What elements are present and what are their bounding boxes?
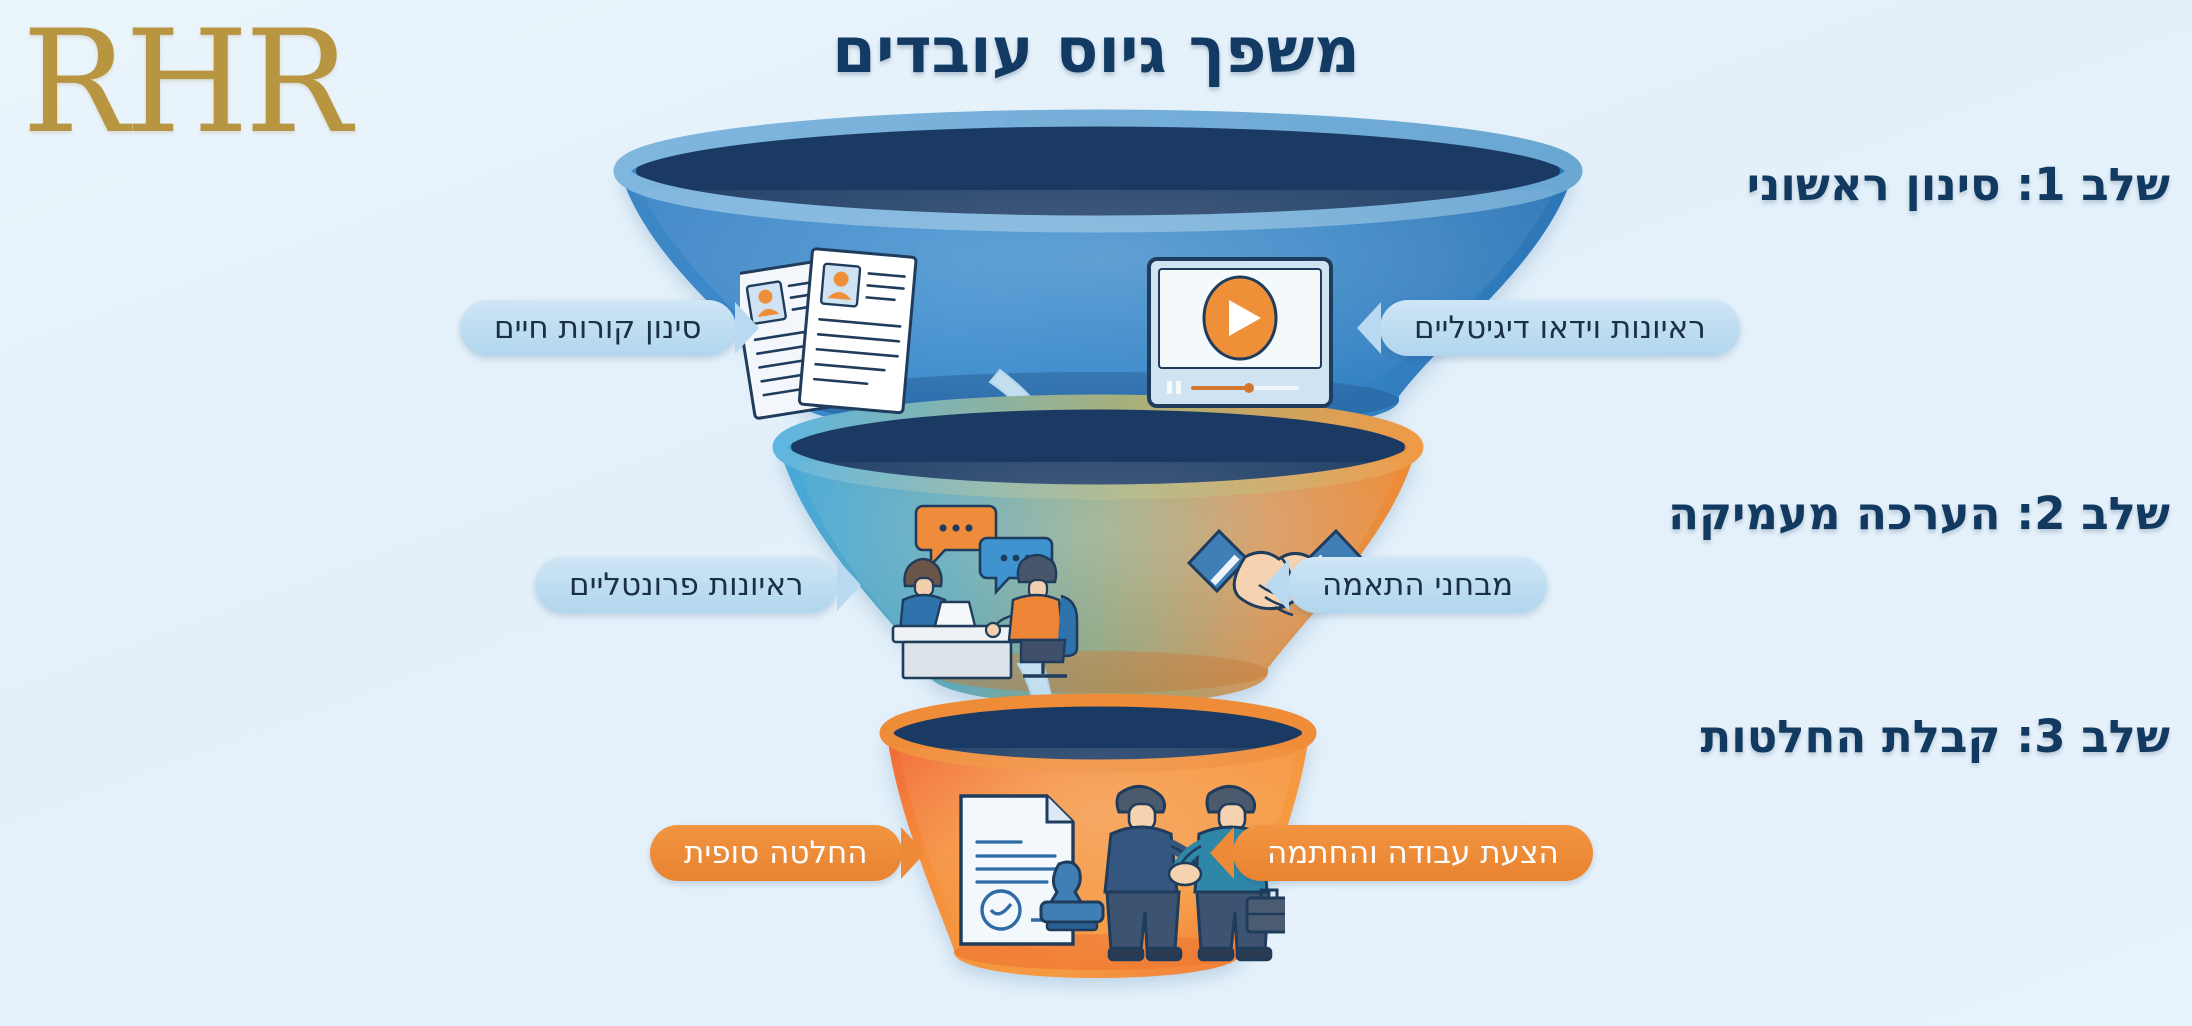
pill-frontal-interviews[interactable]: ראיונות פרונטליים — [535, 557, 861, 613]
stage-label-3: שלב 3: קבלת החלטות — [1700, 710, 2170, 763]
stage-label-1: שלב 1: סינון ראשוני — [1746, 158, 2170, 211]
pill-cv-screening[interactable]: סינון קורות חיים — [460, 300, 759, 356]
flow-arrow-1-2 — [988, 368, 1099, 518]
page-title: משפך גיוס עובדים — [832, 14, 1360, 87]
video-player-icon — [1145, 255, 1335, 414]
pill-label: ראיונות וידאו דיגיטליים — [1414, 310, 1706, 346]
contract-stamp-icon — [955, 790, 1110, 954]
pill-pointer-right-icon — [900, 827, 925, 879]
pill-label: ראיונות פרונטליים — [569, 567, 804, 603]
pill-pointer-right-icon — [734, 302, 759, 354]
rhr-logo: RHR — [22, 0, 352, 165]
pill-pointer-left-icon — [1210, 827, 1234, 879]
pill-digital-video-interviews[interactable]: ראיונות וידאו דיגיטליים — [1357, 300, 1740, 356]
interview-scene-icon — [885, 500, 1100, 689]
pill-label: הצעת עבודה והחתמה — [1267, 835, 1559, 871]
stage-label-2: שלב 2: הערכה מעמיקה — [1668, 487, 2170, 540]
pill-pointer-left-icon — [1357, 302, 1381, 354]
pill-label: החלטה סופית — [684, 835, 868, 871]
pill-pointer-right-icon — [836, 559, 861, 611]
pill-aptitude-tests[interactable]: מבחני התאמה — [1265, 557, 1548, 613]
pill-label: מבחני התאמה — [1322, 567, 1514, 603]
pill-label: סינון קורות חיים — [494, 310, 702, 346]
pill-pointer-left-icon — [1265, 559, 1289, 611]
cv-documents-icon — [731, 245, 925, 459]
pill-job-offer-signing[interactable]: הצעת עבודה והחתמה — [1210, 825, 1593, 881]
pill-final-decision[interactable]: החלטה סופית — [650, 825, 925, 881]
